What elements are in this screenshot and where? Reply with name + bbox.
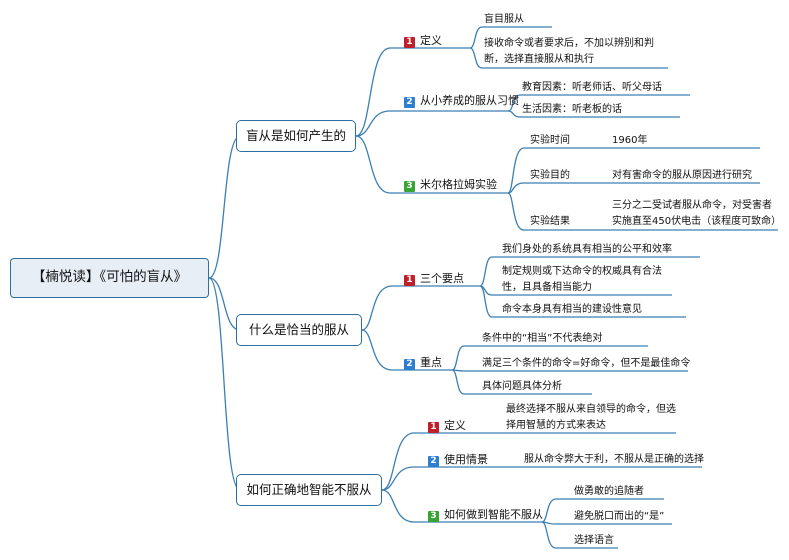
subtopic-label: 从小养成的服从习惯 (420, 94, 519, 107)
subtopic-label: 定义 (444, 419, 466, 432)
subtopic-use-scenario[interactable]: 2 使用情景 (428, 453, 488, 467)
leaf-good-not-best[interactable]: 满足三个条件的命令=好命令，但不是最佳命令 (482, 358, 691, 369)
subtopic-label: 三个要点 (420, 272, 464, 285)
subtopic-obedience-habit[interactable]: 2 从小养成的服从习惯 (404, 94, 519, 108)
subtopic-key-points[interactable]: 2 重点 (404, 356, 442, 370)
number-badge: 2 (404, 359, 415, 370)
branch-3-topic[interactable]: 如何正确地智能不服从 (236, 474, 382, 506)
leaf-fair-system[interactable]: 我们身处的系统具有相当的公平和效率 (502, 244, 672, 255)
leaf-constructive-command[interactable]: 命令本身具有相当的建设性意见 (502, 304, 642, 315)
leaf-brave-follower[interactable]: 做勇敢的追随者 (574, 486, 644, 497)
leaf-experiment-result-value[interactable]: 三分之二受试者服从命令，对受害者实施直至450伏电击（该程度可致命） (612, 200, 782, 227)
leaf-experiment-time-value[interactable]: 1960年 (612, 135, 648, 146)
leaf-blind-obedience[interactable]: 盲目服从 (484, 14, 524, 25)
leaf-disobey-definition[interactable]: 最终选择不服从来自领导的命令，但选择用智慧的方式来表达 (506, 404, 676, 431)
link-root-branch1 (208, 135, 241, 279)
branch-2-topic[interactable]: 什么是恰当的服从 (236, 314, 362, 346)
leaf-experiment-purpose-value[interactable]: 对有害命令的服从原因进行研究 (612, 170, 752, 181)
leaf-choose-language[interactable]: 选择语言 (574, 535, 614, 546)
subtopic-label: 使用情景 (444, 453, 488, 466)
subtopic-definition[interactable]: 1 定义 (404, 34, 442, 48)
number-badge: 1 (404, 37, 415, 48)
leaf-experiment-purpose-label[interactable]: 实验目的 (530, 170, 570, 181)
leaf-not-absolute[interactable]: 条件中的“相当”不代表绝对 (482, 333, 603, 344)
number-badge: 1 (428, 422, 439, 433)
leaf-avoid-saying-yes[interactable]: 避免脱口而出的“是” (574, 511, 665, 522)
number-badge: 3 (428, 511, 439, 522)
leaf-experiment-result-label[interactable]: 实验结果 (530, 216, 570, 227)
subtopic-label: 米尔格拉姆实验 (420, 178, 497, 191)
link-root-branch3 (208, 277, 241, 491)
subtopic-label: 定义 (420, 34, 442, 47)
subtopic-definition[interactable]: 1 定义 (428, 419, 466, 433)
subtopic-label: 如何做到智能不服从 (444, 508, 543, 521)
subtopic-three-points[interactable]: 1 三个要点 (404, 272, 464, 286)
leaf-definition-detail[interactable]: 接收命令或者要求后，不加以辨别和判断，选择直接服从和执行 (484, 38, 654, 65)
number-badge: 3 (404, 181, 415, 192)
leaf-legitimate-authority[interactable]: 制定规则或下达命令的权威具有合法性，且具备相当能力 (502, 266, 662, 293)
leaf-use-scenario-detail[interactable]: 服从命令弊大于利，不服从是正确的选择 (524, 454, 704, 465)
subtopic-label: 重点 (420, 356, 442, 369)
number-badge: 2 (404, 97, 415, 108)
number-badge: 2 (428, 456, 439, 467)
link-root-branch2 (208, 277, 241, 331)
leaf-life-factor[interactable]: 生活因素：听老板的话 (522, 104, 622, 115)
leaf-case-by-case[interactable]: 具体问题具体分析 (482, 381, 562, 392)
root-topic[interactable]: 【楠悦读】《可怕的盲从》 (10, 258, 209, 298)
branch-1-topic[interactable]: 盲从是如何产生的 (236, 120, 356, 152)
number-badge: 1 (404, 275, 415, 286)
subtopic-how-to-disobey[interactable]: 3 如何做到智能不服从 (428, 508, 543, 522)
leaf-education-factor[interactable]: 教育因素：听老师话、听父母话 (522, 82, 662, 93)
leaf-experiment-time-label[interactable]: 实验时间 (530, 135, 570, 146)
subtopic-milgram-experiment[interactable]: 3 米尔格拉姆实验 (404, 178, 497, 192)
